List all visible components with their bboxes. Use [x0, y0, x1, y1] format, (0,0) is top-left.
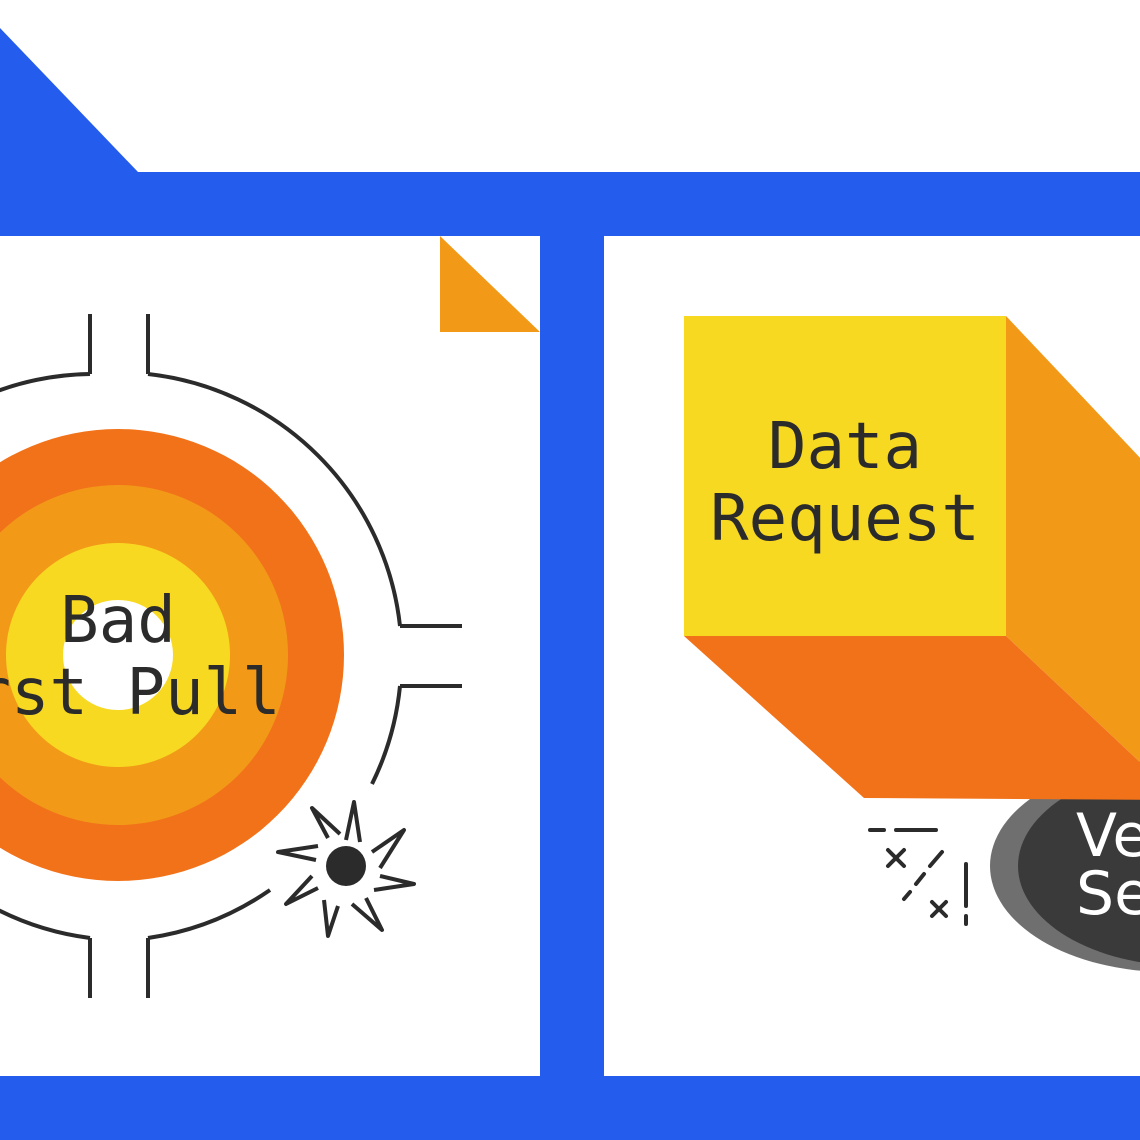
- folder-divider: [540, 172, 604, 1140]
- crosshair-target-icon: [0, 314, 462, 998]
- data-request-box: Data Request: [684, 316, 1140, 800]
- box-label-line1: Data: [768, 410, 922, 484]
- box-front-face: [684, 316, 1006, 636]
- box-label-line2: Request: [710, 482, 980, 556]
- disc-label-line2: Service: [1076, 859, 1140, 929]
- disc-label-line1: Vendor: [1076, 801, 1140, 871]
- target-rings: [0, 429, 344, 881]
- box-side-face: [1006, 316, 1140, 763]
- target-label-line2: First Pull: [0, 656, 281, 730]
- bullseye: [63, 600, 173, 710]
- box-bottom-face: [684, 636, 1140, 800]
- folder-bottom: [0, 1076, 1140, 1140]
- vendor-service-disc: Vendor Service: [990, 761, 1140, 971]
- right-panel: Vendor Service Data Request: [604, 236, 1140, 1076]
- left-panel: Bad First Pull: [0, 236, 540, 1076]
- error-marks-icon: [868, 828, 968, 926]
- target-label-line1: Bad: [60, 584, 176, 658]
- burst-icon: [276, 800, 416, 938]
- page-corner-fold: [440, 236, 540, 332]
